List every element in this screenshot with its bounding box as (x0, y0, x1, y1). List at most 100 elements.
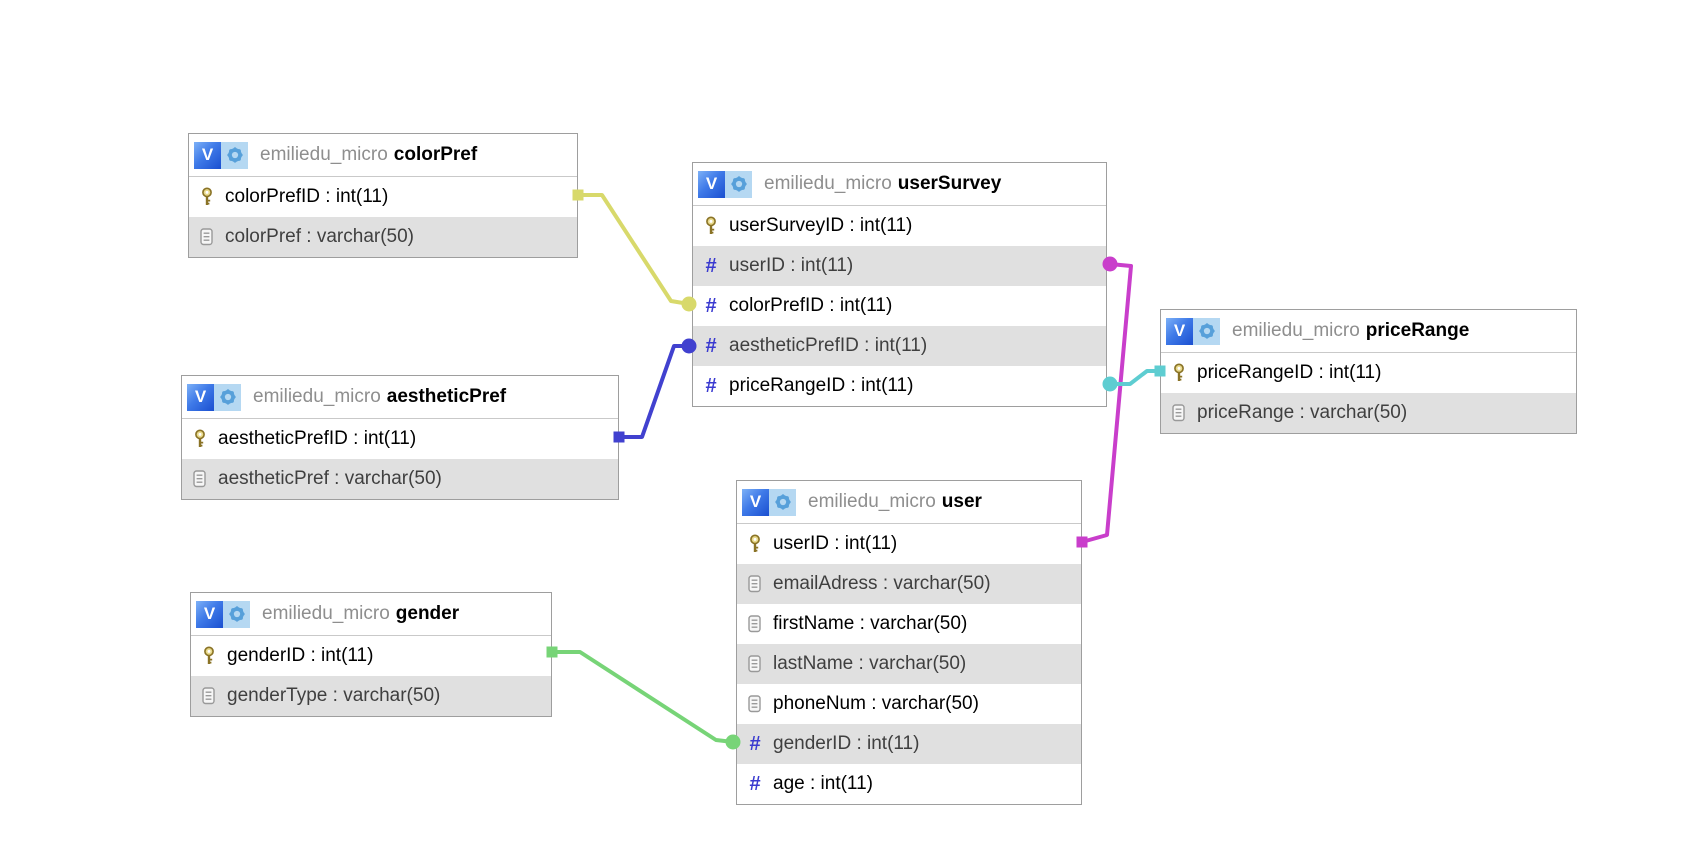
table-row-userSurvey-0[interactable]: userSurveyID : int(11) (693, 206, 1106, 246)
collapse-toggle-v-icon[interactable]: V (698, 170, 725, 198)
hash-glyph: # (705, 295, 717, 317)
primary-key-icon (743, 534, 767, 554)
table-row-user-2[interactable]: firstName : varchar(50) (737, 604, 1081, 644)
column-label: genderID : int(11) (227, 645, 374, 666)
table-row-user-4[interactable]: phoneNum : varchar(50) (737, 684, 1081, 724)
collapse-toggle-v-icon[interactable]: V (742, 488, 769, 516)
table-options-gear-icon[interactable] (769, 488, 796, 516)
numeric-field-icon: # (699, 296, 723, 316)
primary-key-icon (195, 187, 219, 207)
schema-name: emiliedu_micro (1232, 320, 1360, 341)
primary-key-icon (197, 646, 221, 666)
table-row-userSurvey-4[interactable]: #priceRangeID : int(11) (693, 366, 1106, 406)
schema-name: emiliedu_micro (260, 144, 388, 165)
table-row-colorPref-1[interactable]: colorPref : varchar(50) (189, 217, 577, 257)
relation-gender-to-user (546, 646, 741, 750)
collapse-toggle-v-icon[interactable]: V (196, 600, 223, 628)
table-name: aestheticPref (386, 386, 507, 407)
primary-key-icon (188, 429, 212, 449)
column-icon (197, 687, 221, 705)
collapse-toggle-v-icon[interactable]: V (187, 383, 214, 411)
table-row-colorPref-0[interactable]: colorPrefID : int(11) (189, 177, 577, 217)
column-label: aestheticPrefID : int(11) (729, 335, 928, 356)
column-icon (743, 615, 767, 633)
table-row-gender-0[interactable]: genderID : int(11) (191, 636, 551, 676)
table-row-aestheticPref-0[interactable]: aestheticPrefID : int(11) (182, 419, 618, 459)
hash-glyph: # (749, 773, 761, 795)
schema-name: emiliedu_micro (764, 173, 892, 194)
collapse-toggle-v-icon[interactable]: V (194, 141, 221, 169)
table-options-gear-icon[interactable] (725, 170, 752, 198)
column-label: emailAdress : varchar(50) (773, 573, 991, 594)
column-label: genderType : varchar(50) (227, 685, 441, 706)
column-label: lastName : varchar(50) (773, 653, 967, 674)
table-row-gender-1[interactable]: genderType : varchar(50) (191, 676, 551, 716)
column-icon (743, 655, 767, 673)
table-row-userSurvey-2[interactable]: # colorPrefID : int(11) (693, 286, 1106, 326)
column-label: colorPref : varchar(50) (225, 226, 415, 247)
table-options-gear-icon[interactable] (214, 383, 241, 411)
table-name: userSurvey (897, 173, 1002, 194)
table-row-priceRange-0[interactable]: priceRangeID : int(11) (1161, 353, 1576, 393)
column-icon (743, 575, 767, 593)
table-row-user-1[interactable]: emailAdress : varchar(50) (737, 564, 1081, 604)
hash-glyph: # (705, 375, 717, 397)
relation-priceRange-to-userSurvey (1102, 365, 1166, 392)
column-icon (743, 695, 767, 713)
table-name: gender (395, 603, 460, 624)
column-label: priceRangeID : int(11) (1197, 362, 1382, 383)
table-row-user-0[interactable]: userID : int(11) (737, 524, 1081, 564)
column-label: colorPrefID : int(11) (729, 295, 893, 316)
table-options-gear-icon[interactable] (223, 600, 250, 628)
column-label: genderID : int(11) (773, 733, 920, 754)
column-label: aestheticPrefID : int(11) (218, 428, 417, 449)
hash-glyph: # (705, 255, 717, 277)
table-name: user (941, 491, 982, 512)
numeric-field-icon: # (743, 734, 767, 754)
table-name: colorPref (393, 144, 478, 165)
table-row-userSurvey-3[interactable]: # aestheticPrefID : int(11) (693, 326, 1106, 366)
column-icon (188, 470, 212, 488)
numeric-field-icon: # (699, 256, 723, 276)
collapse-toggle-v-icon[interactable]: V (1166, 317, 1193, 345)
column-label: colorPrefID : int(11) (225, 186, 389, 207)
table-row-user-5[interactable]: # genderID : int(11) (737, 724, 1081, 764)
column-label: priceRange : varchar(50) (1197, 402, 1408, 423)
hash-glyph: # (749, 733, 761, 755)
schema-name: emiliedu_micro (262, 603, 390, 624)
relation-colorPref-to-userSurvey (572, 189, 697, 312)
relation-aestheticPref-to-userSurvey (613, 338, 697, 443)
numeric-field-icon: # (699, 336, 723, 356)
table-options-gear-icon[interactable] (1193, 317, 1220, 345)
column-label: userID : int(11) (729, 255, 854, 276)
numeric-field-icon: # (699, 376, 723, 396)
hash-glyph: # (705, 335, 717, 357)
column-label: phoneNum : varchar(50) (773, 693, 979, 714)
primary-key-icon (699, 216, 723, 236)
table-row-aestheticPref-1[interactable]: aestheticPref : varchar(50) (182, 459, 618, 499)
primary-key-icon (1167, 363, 1191, 383)
column-label: userSurveyID : int(11) (729, 215, 913, 236)
column-label: age : int(11) (773, 773, 873, 794)
table-row-user-6[interactable]: # age : int(11) (737, 764, 1081, 804)
table-row-userSurvey-1[interactable]: # userID : int(11) (693, 246, 1106, 286)
table-name: priceRange (1365, 320, 1470, 341)
column-label: aestheticPref : varchar(50) (218, 468, 442, 489)
column-label: firstName : varchar(50) (773, 613, 968, 634)
schema-name: emiliedu_micro (253, 386, 381, 407)
table-row-priceRange-1[interactable]: priceRange : varchar(50) (1161, 393, 1576, 433)
schema-name: emiliedu_micro (808, 491, 936, 512)
table-row-user-3[interactable]: lastName : varchar(50) (737, 644, 1081, 684)
table-options-gear-icon[interactable] (221, 141, 248, 169)
